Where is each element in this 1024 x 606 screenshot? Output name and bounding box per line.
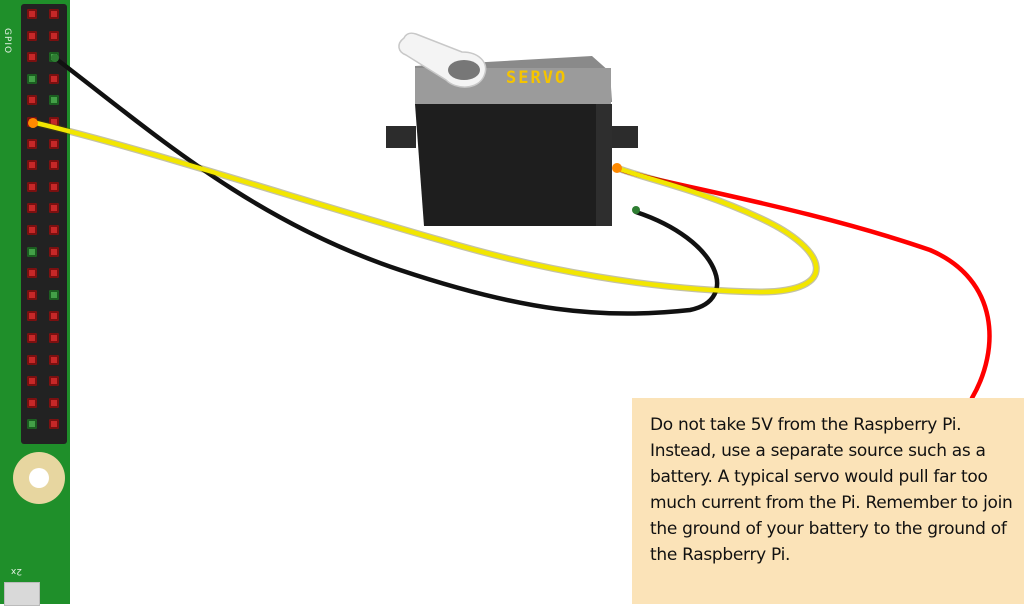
- gpio-pin: [49, 397, 59, 408]
- servo-signal-contact: [612, 163, 622, 173]
- gpio-pin: [27, 397, 37, 408]
- gpio-pin: [49, 138, 59, 149]
- gpio-pin: [49, 333, 59, 343]
- servo-left-tab: [386, 126, 416, 148]
- gpio-pin: [49, 160, 59, 171]
- servo-body: [415, 104, 612, 226]
- gpio-pin: [49, 9, 59, 19]
- gpio-pin: [27, 203, 37, 214]
- mounting-hole: [13, 452, 65, 504]
- servo: SERVO: [386, 32, 638, 226]
- servo-label: SERVO: [506, 68, 567, 88]
- gpio-pin: [49, 225, 59, 235]
- gpio-pin: [27, 354, 37, 365]
- gpio-pin: [49, 117, 59, 127]
- gpio-pin: [27, 376, 37, 387]
- gpio-pin: [49, 419, 59, 430]
- servo-shaft: [448, 60, 480, 80]
- gpio-pin: [27, 52, 37, 63]
- warning-note-text: Do not take 5V from the Raspberry Pi. In…: [650, 415, 1013, 565]
- gpio-pin: [49, 95, 59, 106]
- gpio-pin: [27, 289, 37, 300]
- gpio-pin: [27, 311, 37, 322]
- gpio-pin: [49, 354, 59, 365]
- ground-wire: [52, 55, 720, 316]
- gpio-pin: [27, 268, 37, 279]
- raspberry-pi-board: GPIO 2x: [0, 0, 70, 606]
- gpio-pin: [49, 311, 59, 322]
- gpio-pin: [27, 160, 37, 171]
- warning-note: Do not take 5V from the Raspberry Pi. In…: [632, 398, 1024, 604]
- gpio-pin: [27, 30, 37, 41]
- servo-right-tab: [612, 126, 638, 148]
- gpio-pin: [49, 268, 59, 279]
- board-connector: [4, 582, 40, 606]
- gpio-pin: [49, 376, 59, 387]
- gpio-pin: [49, 30, 59, 41]
- servo-body-side: [596, 104, 612, 226]
- gpio-pin: [27, 246, 37, 257]
- gpio-pin: [49, 289, 59, 300]
- gpio-pin: [49, 246, 59, 257]
- gpio-pin: [27, 333, 37, 343]
- pi-ground-contact: [51, 54, 59, 62]
- signal-wire-core: [29, 119, 819, 295]
- pi-signal-contact: [28, 118, 38, 128]
- gpio-pin: [49, 203, 59, 214]
- gpio-pin: [27, 225, 37, 235]
- gpio-pin: [27, 73, 37, 84]
- gpio-pin: [49, 73, 59, 84]
- gpio-pin: [27, 181, 37, 192]
- gpio-pin: [49, 181, 59, 192]
- servo-ground-contact: [632, 206, 640, 214]
- gpio-pin: [27, 9, 37, 19]
- gpio-pin: [27, 419, 37, 430]
- gpio-pin: [27, 95, 37, 106]
- gpio-pin: [27, 138, 37, 149]
